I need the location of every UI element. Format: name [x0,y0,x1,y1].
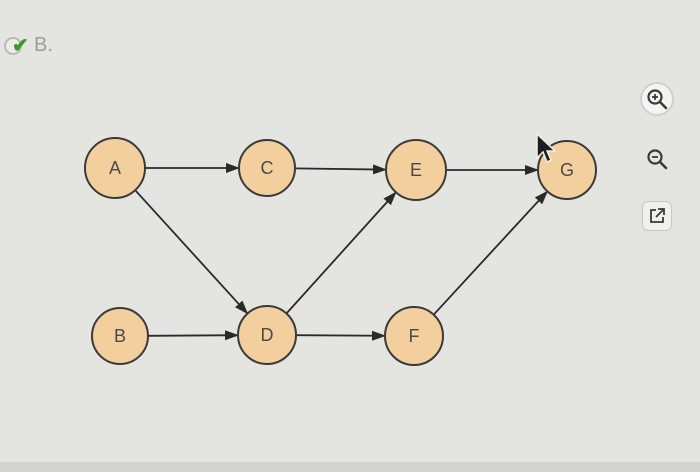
checkmark-icon: ✔ [12,34,29,57]
zoom-in-icon [647,89,668,110]
node-b: B [91,307,149,365]
external-link-icon [650,208,665,223]
node-label: D [261,325,274,345]
node-circle [238,139,296,197]
node-c: C [238,139,296,197]
node-circle [537,140,597,200]
edge-A-D [134,189,249,315]
option-label: B. [34,34,53,56]
node-circle [237,305,297,365]
node-circle [385,139,447,201]
node-label: F [409,326,420,346]
node-label: E [410,160,422,180]
radio-button[interactable]: ✔ [4,35,29,57]
node-g: G [537,140,597,200]
node-e: E [385,139,447,201]
node-d: D [237,305,297,365]
answer-option-b[interactable]: ✔ B. [4,34,53,57]
node-a: A [84,137,146,199]
edge-B-D [147,330,240,341]
node-label: C [261,158,274,178]
node-label: G [560,160,574,180]
zoom-out-icon [647,149,668,170]
edge-D-E [285,191,397,315]
node-label: A [109,158,121,178]
zoom-in-button[interactable] [640,82,674,116]
open-external-button[interactable] [642,201,672,231]
nodes: A B C D E F G [84,137,597,366]
edges [134,163,549,341]
node-circle [91,307,149,365]
zoom-out-button[interactable] [640,142,674,176]
edge-D-F [295,330,387,341]
node-circle [384,306,444,366]
node-circle [84,137,146,199]
edge-F-G [432,190,549,316]
node-f: F [384,306,444,366]
divider [0,462,700,472]
edge-C-E [294,164,388,175]
mouse-cursor-icon [536,132,557,164]
node-label: B [114,326,126,346]
